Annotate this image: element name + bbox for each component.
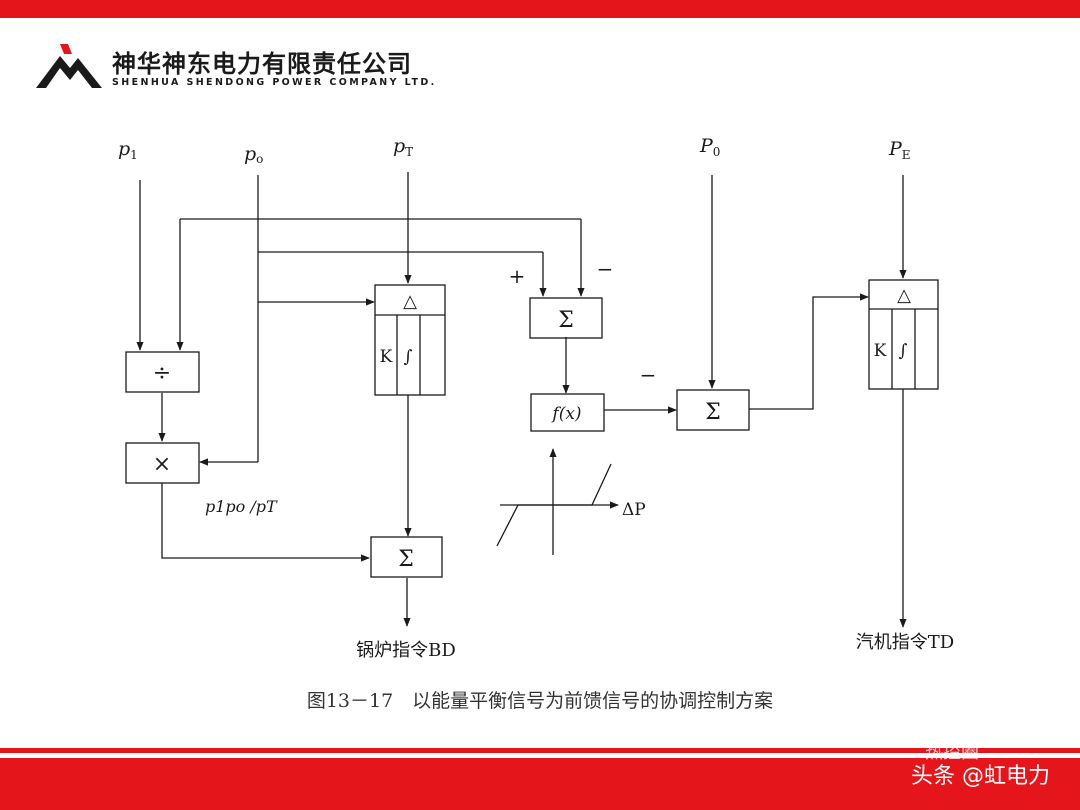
fx-label: f(x)	[550, 404, 581, 424]
multiply-block	[125, 442, 200, 484]
ratio-label: p1po /pT	[205, 497, 278, 516]
boiler-integral-symbol: ∫	[404, 347, 413, 367]
deadzone-curve	[496, 463, 612, 547]
label-P0: P	[699, 135, 714, 157]
label-PE: P	[888, 138, 903, 160]
divide-block	[125, 351, 200, 393]
turbine-integral-symbol: ∫	[899, 341, 908, 361]
watermark-faded: 热控圈	[925, 742, 979, 763]
svg-text:pT: pT	[393, 135, 413, 159]
boiler-command-label: 锅炉指令BD	[356, 640, 456, 661]
multiply-symbol: ×	[153, 452, 171, 477]
svg-text:p1: p1	[118, 138, 138, 162]
boiler-sum-symbol: Σ	[398, 547, 414, 572]
sum-block-pressure	[529, 297, 603, 339]
top-red-bar	[0, 0, 1080, 18]
company-logo	[36, 44, 102, 88]
plus-sign: +	[509, 264, 526, 288]
svg-text:P0: P0	[699, 135, 720, 159]
turbine-delta-symbol: △	[897, 285, 911, 306]
boiler-delta-symbol: △	[403, 291, 417, 312]
sum-block-boiler	[370, 536, 443, 578]
wire-sum2-pid	[749, 293, 869, 410]
minus-sign-power: −	[640, 363, 657, 387]
company-name-cn: 神华神东电力有限责任公司	[112, 50, 412, 78]
power-sum-symbol: Σ	[705, 400, 721, 425]
bottom-thin-red-bar	[0, 748, 1080, 753]
turbine-pid-block	[868, 279, 939, 390]
minus-sign-pressure: −	[597, 257, 614, 281]
company-name-en: SHENHUA SHENDONG POWER COMPANY LTD.	[112, 77, 437, 88]
wire-multiply-sum	[161, 483, 370, 562]
watermark-text: 头条 @虹电力	[911, 764, 1050, 789]
turbine-k-label: K	[874, 341, 887, 361]
pressure-sum-symbol: Σ	[558, 308, 574, 333]
divide-symbol: ÷	[153, 361, 171, 386]
delta-p-label: ΔP	[622, 500, 646, 520]
fx-block	[530, 393, 605, 432]
turbine-command-label: 汽机指令TD	[856, 632, 954, 653]
boiler-pid-block	[374, 284, 446, 396]
figure-caption: 图13－17 以能量平衡信号为前馈信号的协调控制方案	[306, 690, 774, 712]
label-pT: p	[393, 135, 405, 157]
svg-text:PE: PE	[888, 138, 911, 162]
boiler-k-label: K	[380, 347, 393, 367]
label-p1: p	[118, 138, 130, 160]
sum-block-power	[676, 389, 750, 431]
label-po: p	[244, 143, 256, 165]
svg-text:po: po	[244, 143, 263, 166]
bottom-red-bar	[0, 758, 1080, 810]
